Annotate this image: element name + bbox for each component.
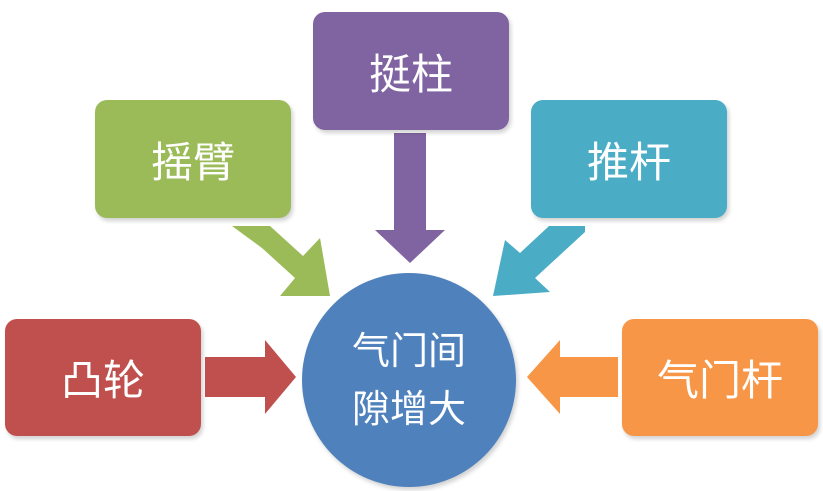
node-pushrod-column: 挺柱	[313, 12, 509, 130]
arrow-cam	[205, 340, 296, 414]
center-label-line2: 隙增大	[351, 387, 466, 431]
center-label-line1: 气门间	[351, 329, 466, 373]
node-pushrod-column-label: 挺柱	[368, 49, 453, 99]
arrow-rocker	[232, 226, 330, 296]
node-rocker: 摇臂	[95, 100, 291, 218]
arrow-valve-stem	[527, 340, 618, 414]
node-cam: 凸轮	[5, 319, 201, 436]
node-pushrod-label: 推杆	[586, 137, 671, 187]
center-node: 气门间 隙增大	[302, 273, 516, 487]
node-pushrod: 推杆	[531, 100, 727, 218]
arrow-pushrod-column	[375, 133, 445, 263]
arrow-pushrod	[493, 226, 585, 296]
node-valve-stem-label: 气门杆	[656, 356, 783, 405]
node-valve-stem: 气门杆	[622, 319, 818, 436]
node-cam-label: 凸轮	[60, 356, 145, 405]
node-rocker-label: 摇臂	[150, 137, 235, 187]
